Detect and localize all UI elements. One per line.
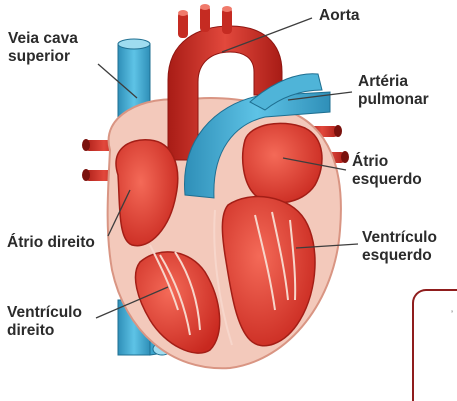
corner-frame-decoration	[412, 289, 457, 401]
label-aorta: Aorta	[319, 7, 359, 25]
label-atrio-esquerdo: Átrio esquerdo	[352, 153, 422, 189]
label-vent-esq-line2: esquerdo	[362, 247, 437, 265]
label-aorta-text: Aorta	[319, 7, 359, 25]
label-atrio-esq-line2: esquerdo	[352, 171, 422, 189]
label-atrio-dir-text: Átrio direito	[7, 234, 95, 252]
label-vent-dir-line2: direito	[7, 322, 82, 340]
label-vent-dir-line1: Ventrículo	[7, 304, 82, 322]
label-veia-cava-line2: superior	[8, 48, 78, 66]
corner-frame-glyph: ’	[451, 309, 455, 313]
label-veia-cava-line1: Veia cava	[8, 30, 78, 48]
label-atrio-direito: Átrio direito	[7, 234, 95, 252]
label-veia-cava: Veia cava superior	[8, 30, 78, 66]
label-arteria-pulmonar: Artéria pulmonar	[358, 73, 429, 109]
label-arteria-line2: pulmonar	[358, 91, 429, 109]
label-ventriculo-direito: Ventrículo direito	[7, 304, 82, 340]
label-ventriculo-esquerdo: Ventrículo esquerdo	[362, 229, 437, 265]
label-atrio-esq-line1: Átrio	[352, 153, 422, 171]
label-vent-esq-line1: Ventrículo	[362, 229, 437, 247]
label-arteria-line1: Artéria	[358, 73, 429, 91]
